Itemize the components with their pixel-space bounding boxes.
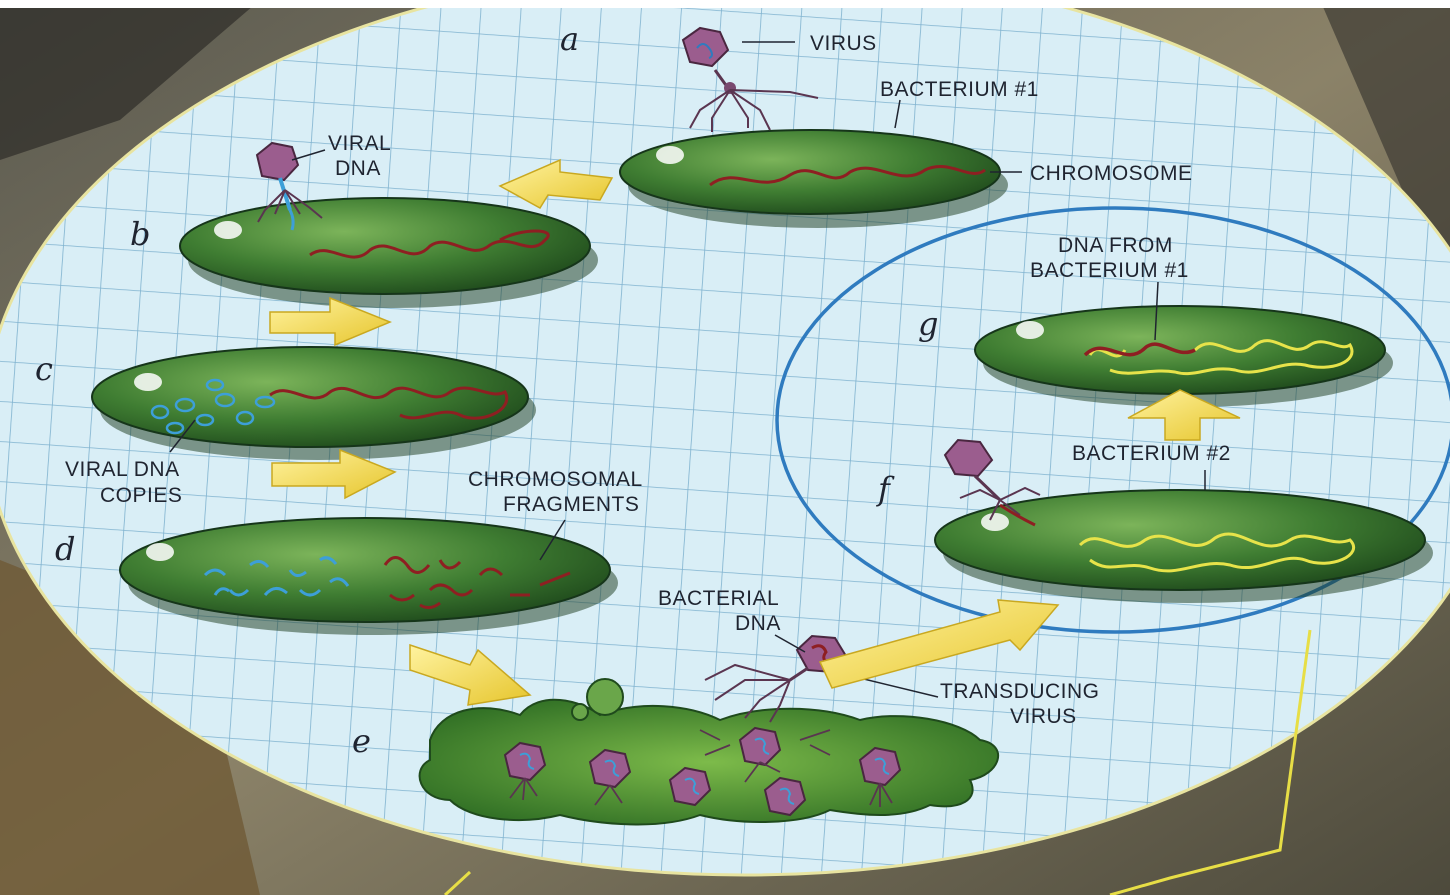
label-chromosomal-fragments-line2: FRAGMENTS <box>503 493 639 516</box>
label-bacterial-dna-line1: BACTERIAL <box>658 587 779 610</box>
label-chromosome: CHROMOSOME <box>1030 162 1193 185</box>
label-chromosomal-fragments-line1: CHROMOSOMAL <box>468 468 643 491</box>
bacterium-cell-d <box>120 518 618 635</box>
label-viral-dna-line2: DNA <box>335 157 381 180</box>
bacterium-cell-b <box>180 198 598 308</box>
step-label-c: c <box>35 350 53 388</box>
step-label-a: a <box>560 20 579 58</box>
label-viral-dna-copies-line2: COPIES <box>100 484 182 507</box>
label-viral-dna-line1: VIRAL <box>328 132 391 155</box>
label-bacterium-1: BACTERIUM #1 <box>880 78 1039 101</box>
label-transducing-virus-line2: VIRUS <box>1010 705 1077 728</box>
bacterium-cell-c <box>92 347 536 460</box>
label-dna-from-line1: DNA FROM <box>1058 234 1173 257</box>
label-bacterium-2: BACTERIUM #2 <box>1072 442 1231 465</box>
label-viral-dna-copies-line1: VIRAL DNA <box>65 458 180 481</box>
step-label-d: d <box>55 530 75 568</box>
step-label-b: b <box>130 215 150 253</box>
label-bacterial-dna-line2: DNA <box>735 612 781 635</box>
step-label-g: g <box>918 305 938 343</box>
step-label-e: e <box>352 722 371 760</box>
label-dna-from-line2: BACTERIUM #1 <box>1030 259 1189 282</box>
label-transducing-virus-line1: TRANSDUCING <box>940 680 1100 703</box>
bacterium-1-cell <box>620 130 1008 228</box>
label-virus: VIRUS <box>810 32 877 55</box>
